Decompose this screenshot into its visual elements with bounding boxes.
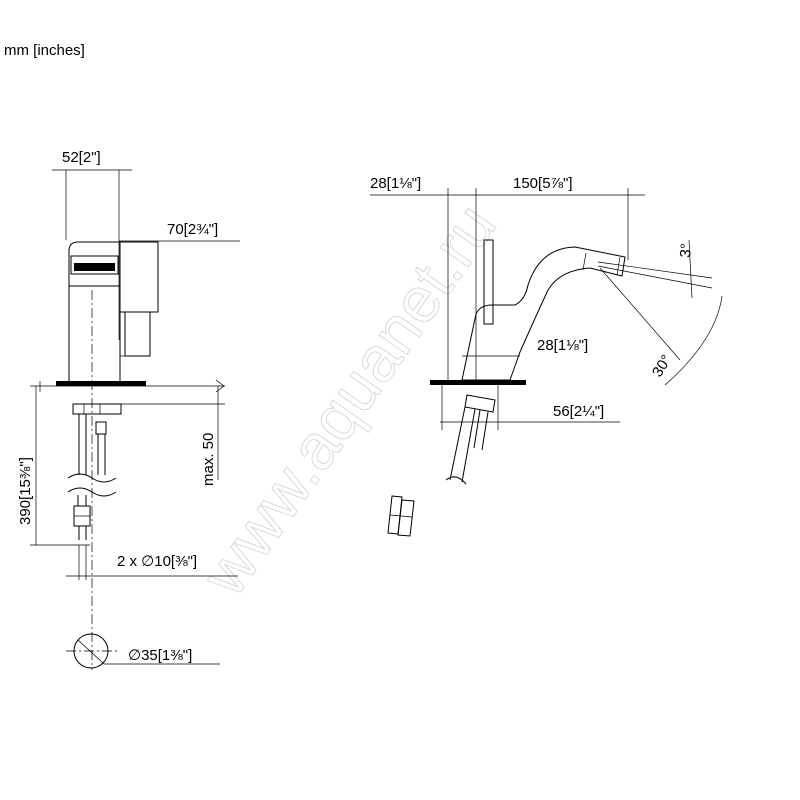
dim-connections: 2 x ∅10[⅜"] [117, 553, 197, 570]
dim-offset-28-top: 28[1⅛"] [370, 175, 421, 192]
dim-depth-70: 70[2¾"] [167, 221, 218, 238]
dim-angle-30: 30° [649, 352, 675, 380]
units-label: mm [inches] [4, 42, 85, 59]
dim-reach-150: 150[5⅞"] [513, 175, 573, 192]
dim-max-50: max. 50 [200, 433, 217, 486]
dim-angle-3: 3° [677, 243, 695, 259]
dim-offset-28-mid: 28[1⅛"] [537, 337, 588, 354]
dim-width-52: 52[2"] [62, 149, 101, 166]
dim-height-390: 390[15⅜"] [17, 457, 34, 525]
dim-hole-35: ∅35[1⅜"] [128, 647, 192, 664]
front-view: 52[2"] 70[2¾"] [17, 149, 240, 670]
watermark: www.aquanet.ru [187, 191, 510, 609]
dim-base-56: 56[2¼"] [553, 403, 604, 420]
